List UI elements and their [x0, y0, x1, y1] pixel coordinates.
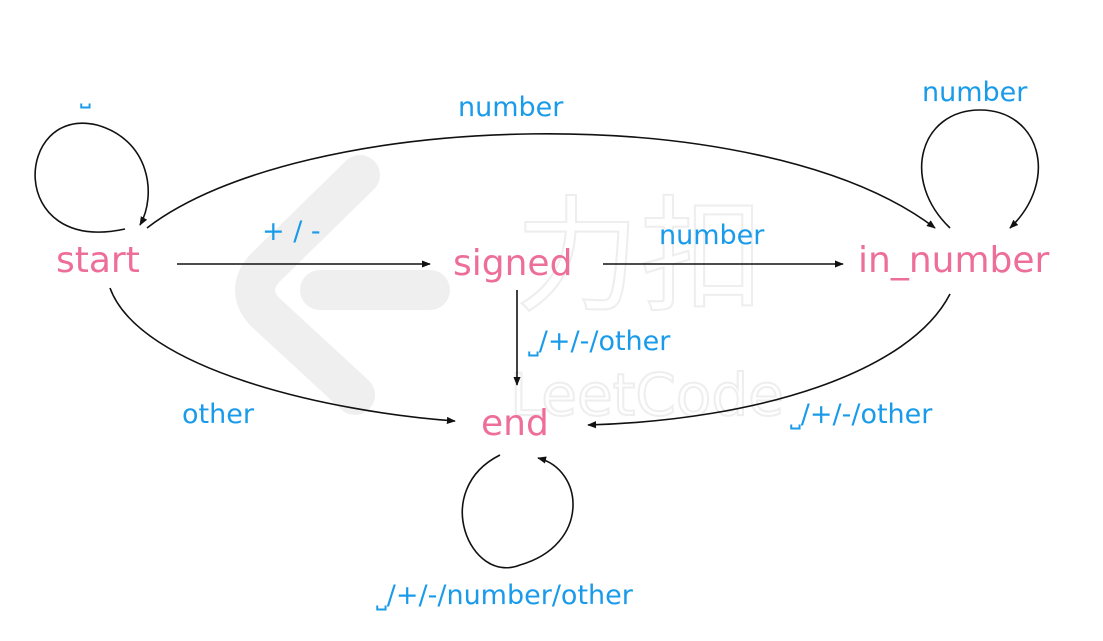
leetcode-logo-icon	[235, 155, 380, 415]
state-signed: signed	[453, 243, 572, 284]
label-in-number-to-end: ⎵/+/-/other	[790, 399, 933, 430]
edge-in-number-self	[920, 109, 1040, 229]
watermark-cn-text: 力扣	[515, 185, 765, 330]
label-start-to-in-number: number	[458, 92, 564, 123]
edge-end-self	[461, 454, 574, 569]
label-start-to-signed: + / -	[262, 216, 321, 247]
label-end-self: ⎵/+/-/number/other	[376, 580, 634, 611]
label-signed-to-end: ⎵/+/-/other	[528, 326, 671, 357]
edges	[34, 109, 1040, 569]
edge-start-to-end	[109, 287, 456, 425]
edge-in-number-to-end	[587, 293, 951, 429]
edge-start-to-in-number	[146, 133, 936, 229]
watermark-en-text: LeetCode	[510, 361, 784, 429]
edge-start-self	[34, 122, 150, 233]
transition-labels: ⎵ number + / - other number ⎵/+/-/other …	[80, 77, 1028, 611]
label-start-to-end: other	[182, 399, 255, 430]
state-in-number: in_number	[858, 240, 1050, 281]
leetcode-watermark: 力扣 LeetCode	[235, 155, 785, 430]
label-signed-to-in-number: number	[659, 220, 765, 251]
state-end: end	[481, 403, 549, 444]
label-in-number-self: number	[922, 77, 1028, 108]
states: start signed in_number end	[56, 240, 1050, 444]
label-start-self: ⎵	[80, 78, 91, 109]
state-start: start	[56, 240, 140, 281]
